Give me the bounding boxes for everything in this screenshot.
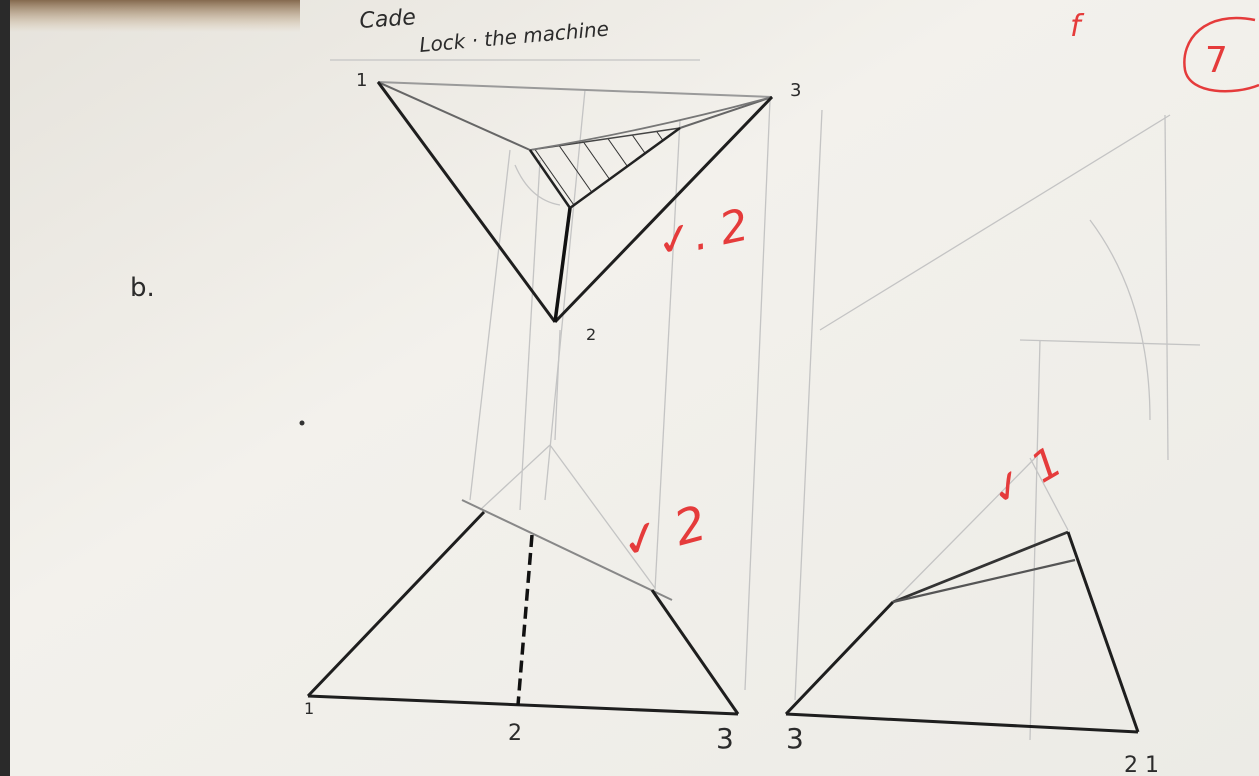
- construction-lines: [330, 59, 1201, 741]
- front-view-hidden-edge: [516, 534, 534, 706]
- front-view-left-edge: [306, 510, 486, 698]
- red-circle-label: 7: [1205, 40, 1228, 81]
- stray-dot: [299, 420, 305, 426]
- side-view-top-edge-b: [892, 558, 1076, 604]
- top-view-label-2: 2: [586, 325, 596, 344]
- top-view-center-edge: [553, 207, 572, 323]
- front-view-cut-line: [461, 499, 673, 601]
- top-view-edge-1-apex: [377, 81, 531, 151]
- top-view-outline-right: [553, 95, 774, 324]
- side-view-label-21: 2 1: [1124, 753, 1159, 776]
- header-text-line1: Cade: [359, 5, 417, 34]
- front-view-base: [307, 694, 739, 716]
- side-view-label-3: 3: [786, 722, 804, 755]
- top-view-label-3: 3: [790, 80, 801, 101]
- table-edge-shadow: [0, 0, 300, 32]
- front-view-label-3: 3: [716, 722, 734, 755]
- left-dark-edge: [0, 0, 10, 776]
- side-view-left-edge: [784, 600, 895, 716]
- top-view-inner-edge-b: [569, 126, 681, 210]
- top-view-curve: [529, 96, 773, 151]
- front-view-label-2: 2: [508, 721, 522, 746]
- top-view-edge-3-apex: [679, 96, 773, 129]
- front-view-right-edge: [650, 589, 740, 715]
- side-view-base: [785, 712, 1139, 734]
- top-view-edge-1-3: [377, 81, 773, 98]
- top-view-label-1: 1: [356, 70, 367, 91]
- side-view-top-edge-a: [892, 530, 1069, 604]
- front-view-label-1: 1: [304, 699, 314, 718]
- front-view: 1 2 3 ✓ 2: [304, 495, 740, 755]
- side-view-right-edge: [1066, 531, 1140, 733]
- top-view-inner-edge-a: [528, 149, 572, 209]
- red-circle-grade: [1183, 16, 1259, 93]
- top-view-outline-left: [376, 81, 557, 323]
- question-label: b.: [130, 273, 155, 303]
